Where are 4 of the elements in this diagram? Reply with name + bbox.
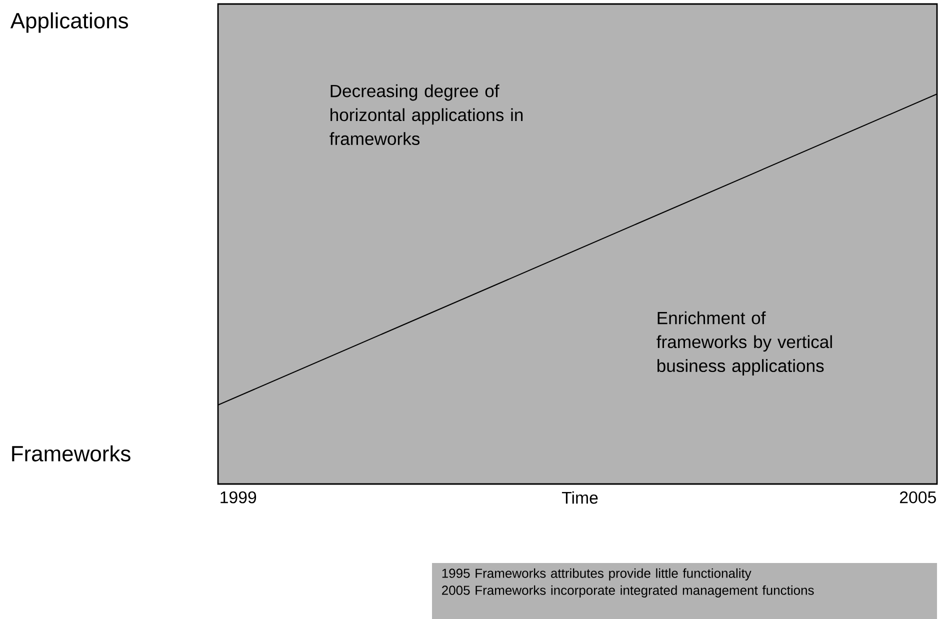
chart-area: Decreasing degree of horizontal applications in frameworks Enrichment of frameworks by vertical business applications (217, 3, 938, 485)
axis-label: Frameworks (12, 445, 130, 462)
axis-label: Applications (10, 12, 128, 33)
note-box: 1995 Frameworks attributes provide little functionality 2005 Frameworks incorporate integrated management functions (432, 563, 938, 619)
